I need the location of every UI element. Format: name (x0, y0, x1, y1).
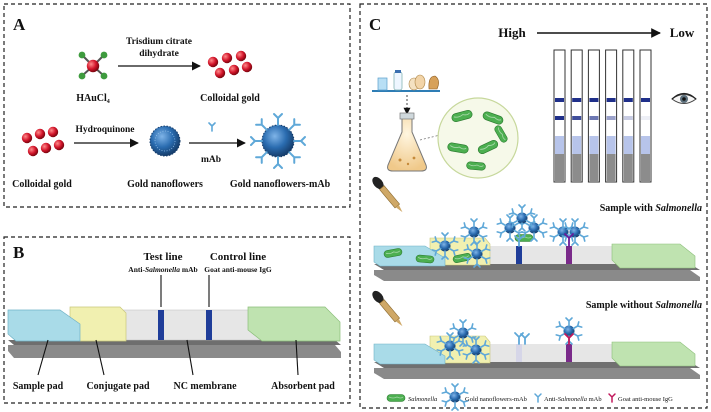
strip-sample-pad (606, 154, 616, 182)
test-strip-1 (553, 49, 566, 183)
sample-pad-label: Sample pad (13, 381, 64, 392)
strip-control-band (641, 98, 650, 102)
reagent-citrate-line2: dihydrate (139, 49, 179, 59)
strip-backing (8, 345, 341, 358)
haucl4-molecule-icon (78, 51, 108, 80)
test-strip-3 (587, 49, 600, 183)
strip-sample-pad (572, 154, 582, 182)
strip-sample-zone (572, 136, 582, 154)
legend: Salmonella Gold nanoflowers-mAb Anti-Sal… (386, 384, 673, 410)
legend-salmonella-label: Salmonella (408, 396, 437, 403)
panel-a: A HAuCl₄ Trisdium citrate dihydrate Coll… (3, 3, 351, 208)
strip-sample-zone (589, 136, 599, 154)
dropper-top-icon (372, 176, 403, 213)
colloidal-gold-product-icon (207, 50, 253, 79)
strip-sample-zone (555, 136, 564, 154)
dropper-bottom-icon (372, 290, 403, 327)
strip-sample-zone (606, 136, 616, 154)
panel-a-border (3, 3, 351, 208)
mab-icon (208, 122, 216, 132)
legend-salmonella-icon (386, 394, 406, 402)
colloidal-gold-start-icon (21, 126, 65, 157)
test-strip-4 (605, 49, 618, 183)
reagent-citrate-line1: Trisdium citrate (126, 37, 192, 47)
reagent-hydroquinone: Hydroquinone (76, 125, 135, 135)
legend-gold-mab-label: Gold nanoflowers-mAb (465, 396, 527, 403)
reagent-mab: mAb (201, 155, 221, 165)
test-line (158, 310, 164, 340)
strip-sample-pad (589, 154, 599, 182)
strip-sample-zone (623, 136, 633, 154)
zoom-line (419, 134, 441, 141)
test-strip-series (553, 49, 652, 183)
gold-nanoflower-icon (149, 125, 181, 157)
strip-test-band (623, 116, 633, 120)
strip-test-band (555, 116, 564, 120)
legend-gold-mab-icon (442, 384, 468, 410)
test-strip-6 (639, 49, 652, 183)
gradient-high-label: High (498, 25, 526, 40)
culture-flask-icon (387, 112, 427, 172)
panel-b: B Test line Anti-Salmonella mAb Control … (3, 236, 351, 404)
conjugate-pad-label: Conjugate pad (86, 381, 150, 392)
nc-membrane (109, 309, 266, 341)
legend-anti-salmonella-icon (534, 393, 542, 403)
control-line-subtitle: Goat anti-mouse IgG (204, 265, 272, 274)
panel-c: C (359, 3, 708, 410)
strip-sample-pad (641, 154, 650, 182)
control-line-title: Control line (210, 251, 266, 263)
nc-membrane-label: NC membrane (173, 381, 237, 392)
panel-b-letter: B (13, 243, 24, 262)
strip-control-band (606, 98, 616, 102)
legend-goat-label: Goat anti-mouse IgG (618, 396, 673, 403)
sample-pad (7, 309, 81, 342)
strip-control-band (623, 98, 633, 102)
gold-nanoflowers-label: Gold nanoflowers (127, 179, 203, 190)
strip-test-band (589, 116, 599, 120)
legend-anti-salmonella-label: Anti-Salmonella mAb (544, 396, 602, 403)
panel-c-letter: C (369, 15, 381, 34)
absorbent-pad (247, 306, 341, 342)
legend-goat-icon (608, 393, 616, 403)
control-line (206, 310, 212, 340)
precursor-label: HAuCl₄ (76, 93, 110, 104)
negative-strip (373, 318, 700, 379)
gradient-low-label: Low (670, 25, 695, 40)
colloidal-gold-label: Colloidal gold (200, 93, 260, 104)
test-strip-5 (622, 49, 635, 183)
sample-with-label: Sample with Salmonella (600, 203, 702, 214)
bacteria-zoom-icon (437, 97, 519, 179)
food-samples-icon (372, 70, 440, 92)
gold-nanoflower-mab-icon (250, 113, 306, 169)
strip-sample-pad (555, 154, 564, 182)
panel-b-border (3, 236, 351, 404)
strip-test-band (641, 116, 650, 120)
panel-a-letter: A (13, 15, 26, 34)
strip-control-band (572, 98, 582, 102)
colloidal-gold-start-label: Colloidal gold (12, 179, 72, 190)
test-line-subtitle: Anti-Salmonella mAb (128, 265, 197, 274)
strip-sample-pad (623, 154, 633, 182)
strip-test-band (572, 116, 582, 120)
panel-c-border (359, 3, 708, 409)
gold-nanoflowers-mab-label: Gold nanoflowers-mAb (230, 179, 331, 190)
positive-strip (373, 205, 700, 281)
eye-icon (671, 92, 697, 104)
test-strip-2 (570, 49, 583, 183)
strip-control-band (555, 98, 564, 102)
test-line-title: Test line (143, 251, 182, 263)
strip-sample-zone (641, 136, 650, 154)
strip-control-band (589, 98, 599, 102)
absorbent-pad-label: Absorbent pad (271, 381, 335, 392)
strip-test-band (606, 116, 616, 120)
sample-without-label: Sample without Salmonella (586, 300, 702, 311)
